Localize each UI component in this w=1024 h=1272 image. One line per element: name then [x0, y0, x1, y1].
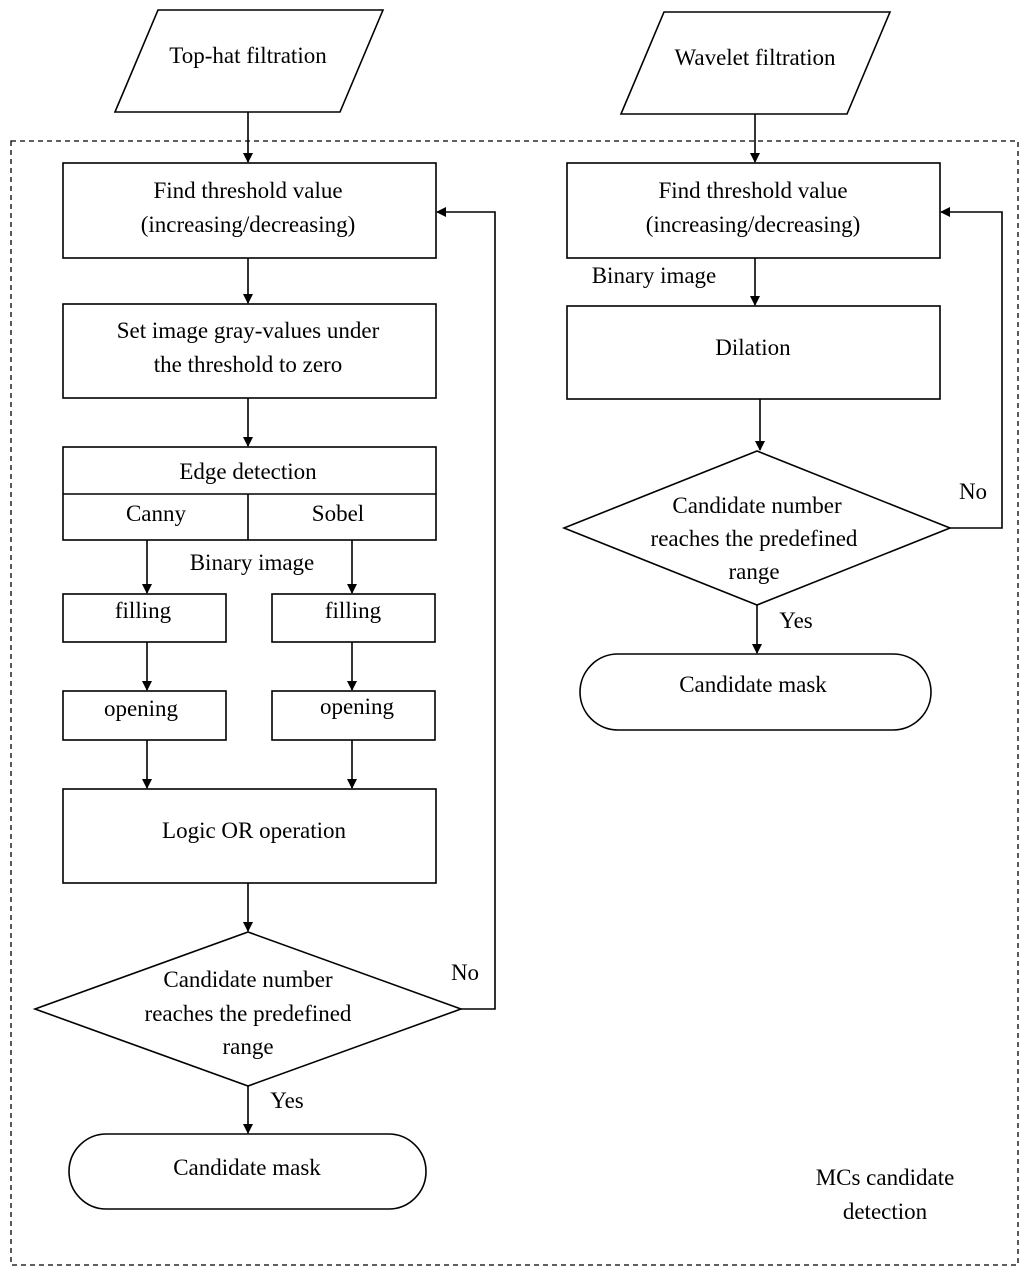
threshold-box-left — [62, 162, 437, 259]
no-label-right: No — [959, 479, 987, 504]
filling-box-sobel — [271, 593, 436, 643]
loop-back-arrow-left — [436, 207, 496, 1010]
decision-left-line3: range — [222, 1034, 273, 1059]
binary-image-label-right: Binary image — [592, 263, 717, 288]
threshold-left-line2: (increasing/decreasing) — [141, 212, 356, 237]
candidate-mask-right — [579, 653, 932, 731]
decision-right-line2: reaches the predefined — [651, 526, 858, 551]
threshold-right-line2: (increasing/decreasing) — [646, 212, 861, 237]
canny-label: Canny — [126, 501, 187, 526]
dilation-box — [566, 305, 941, 400]
threshold-right-line1: Find threshold value — [658, 178, 847, 203]
candidate-mask-left-label: Candidate mask — [173, 1155, 321, 1180]
filling-label-sobel: filling — [325, 598, 382, 623]
wavelet-input-node — [619, 11, 892, 115]
logic-or-label: Logic OR operation — [162, 818, 346, 843]
decision-right-line3: range — [728, 559, 779, 584]
decision-right-line1: Candidate number — [672, 493, 842, 518]
dilation-label: Dilation — [715, 335, 791, 360]
no-label-left: No — [451, 960, 479, 985]
set-gray-line2: the threshold to zero — [154, 352, 342, 377]
set-gray-values-box — [62, 303, 437, 399]
binary-image-label-left: Binary image — [190, 550, 315, 575]
edge-detection-label: Edge detection — [179, 459, 317, 484]
opening-label-canny: opening — [104, 696, 179, 721]
candidate-mask-right-label: Candidate mask — [679, 672, 827, 697]
loop-back-arrow-right — [940, 207, 1003, 529]
filling-box-canny — [62, 593, 227, 643]
region-label-line2: detection — [843, 1199, 928, 1224]
top-hat-input-node — [113, 9, 385, 113]
candidate-detection-region — [10, 140, 1019, 1266]
yes-label-right: Yes — [779, 608, 813, 633]
wavelet-input-label: Wavelet filtration — [675, 45, 837, 70]
region-label-line1: MCs candidate — [816, 1165, 955, 1190]
threshold-box-right — [566, 162, 941, 259]
decision-left-line1: Candidate number — [163, 967, 333, 992]
opening-box-canny — [62, 690, 227, 741]
yes-label-left: Yes — [270, 1088, 304, 1113]
sobel-label: Sobel — [312, 501, 364, 526]
threshold-left-line1: Find threshold value — [153, 178, 342, 203]
opening-label-sobel: opening — [320, 694, 395, 719]
logic-or-box — [62, 788, 437, 884]
opening-box-sobel — [271, 690, 436, 741]
decision-left-line2: reaches the predefined — [145, 1001, 352, 1026]
top-hat-input-label: Top-hat filtration — [169, 43, 327, 68]
filling-label-canny: filling — [115, 598, 172, 623]
candidate-mask-left — [68, 1133, 427, 1210]
set-gray-line1: Set image gray-values under — [117, 318, 380, 343]
